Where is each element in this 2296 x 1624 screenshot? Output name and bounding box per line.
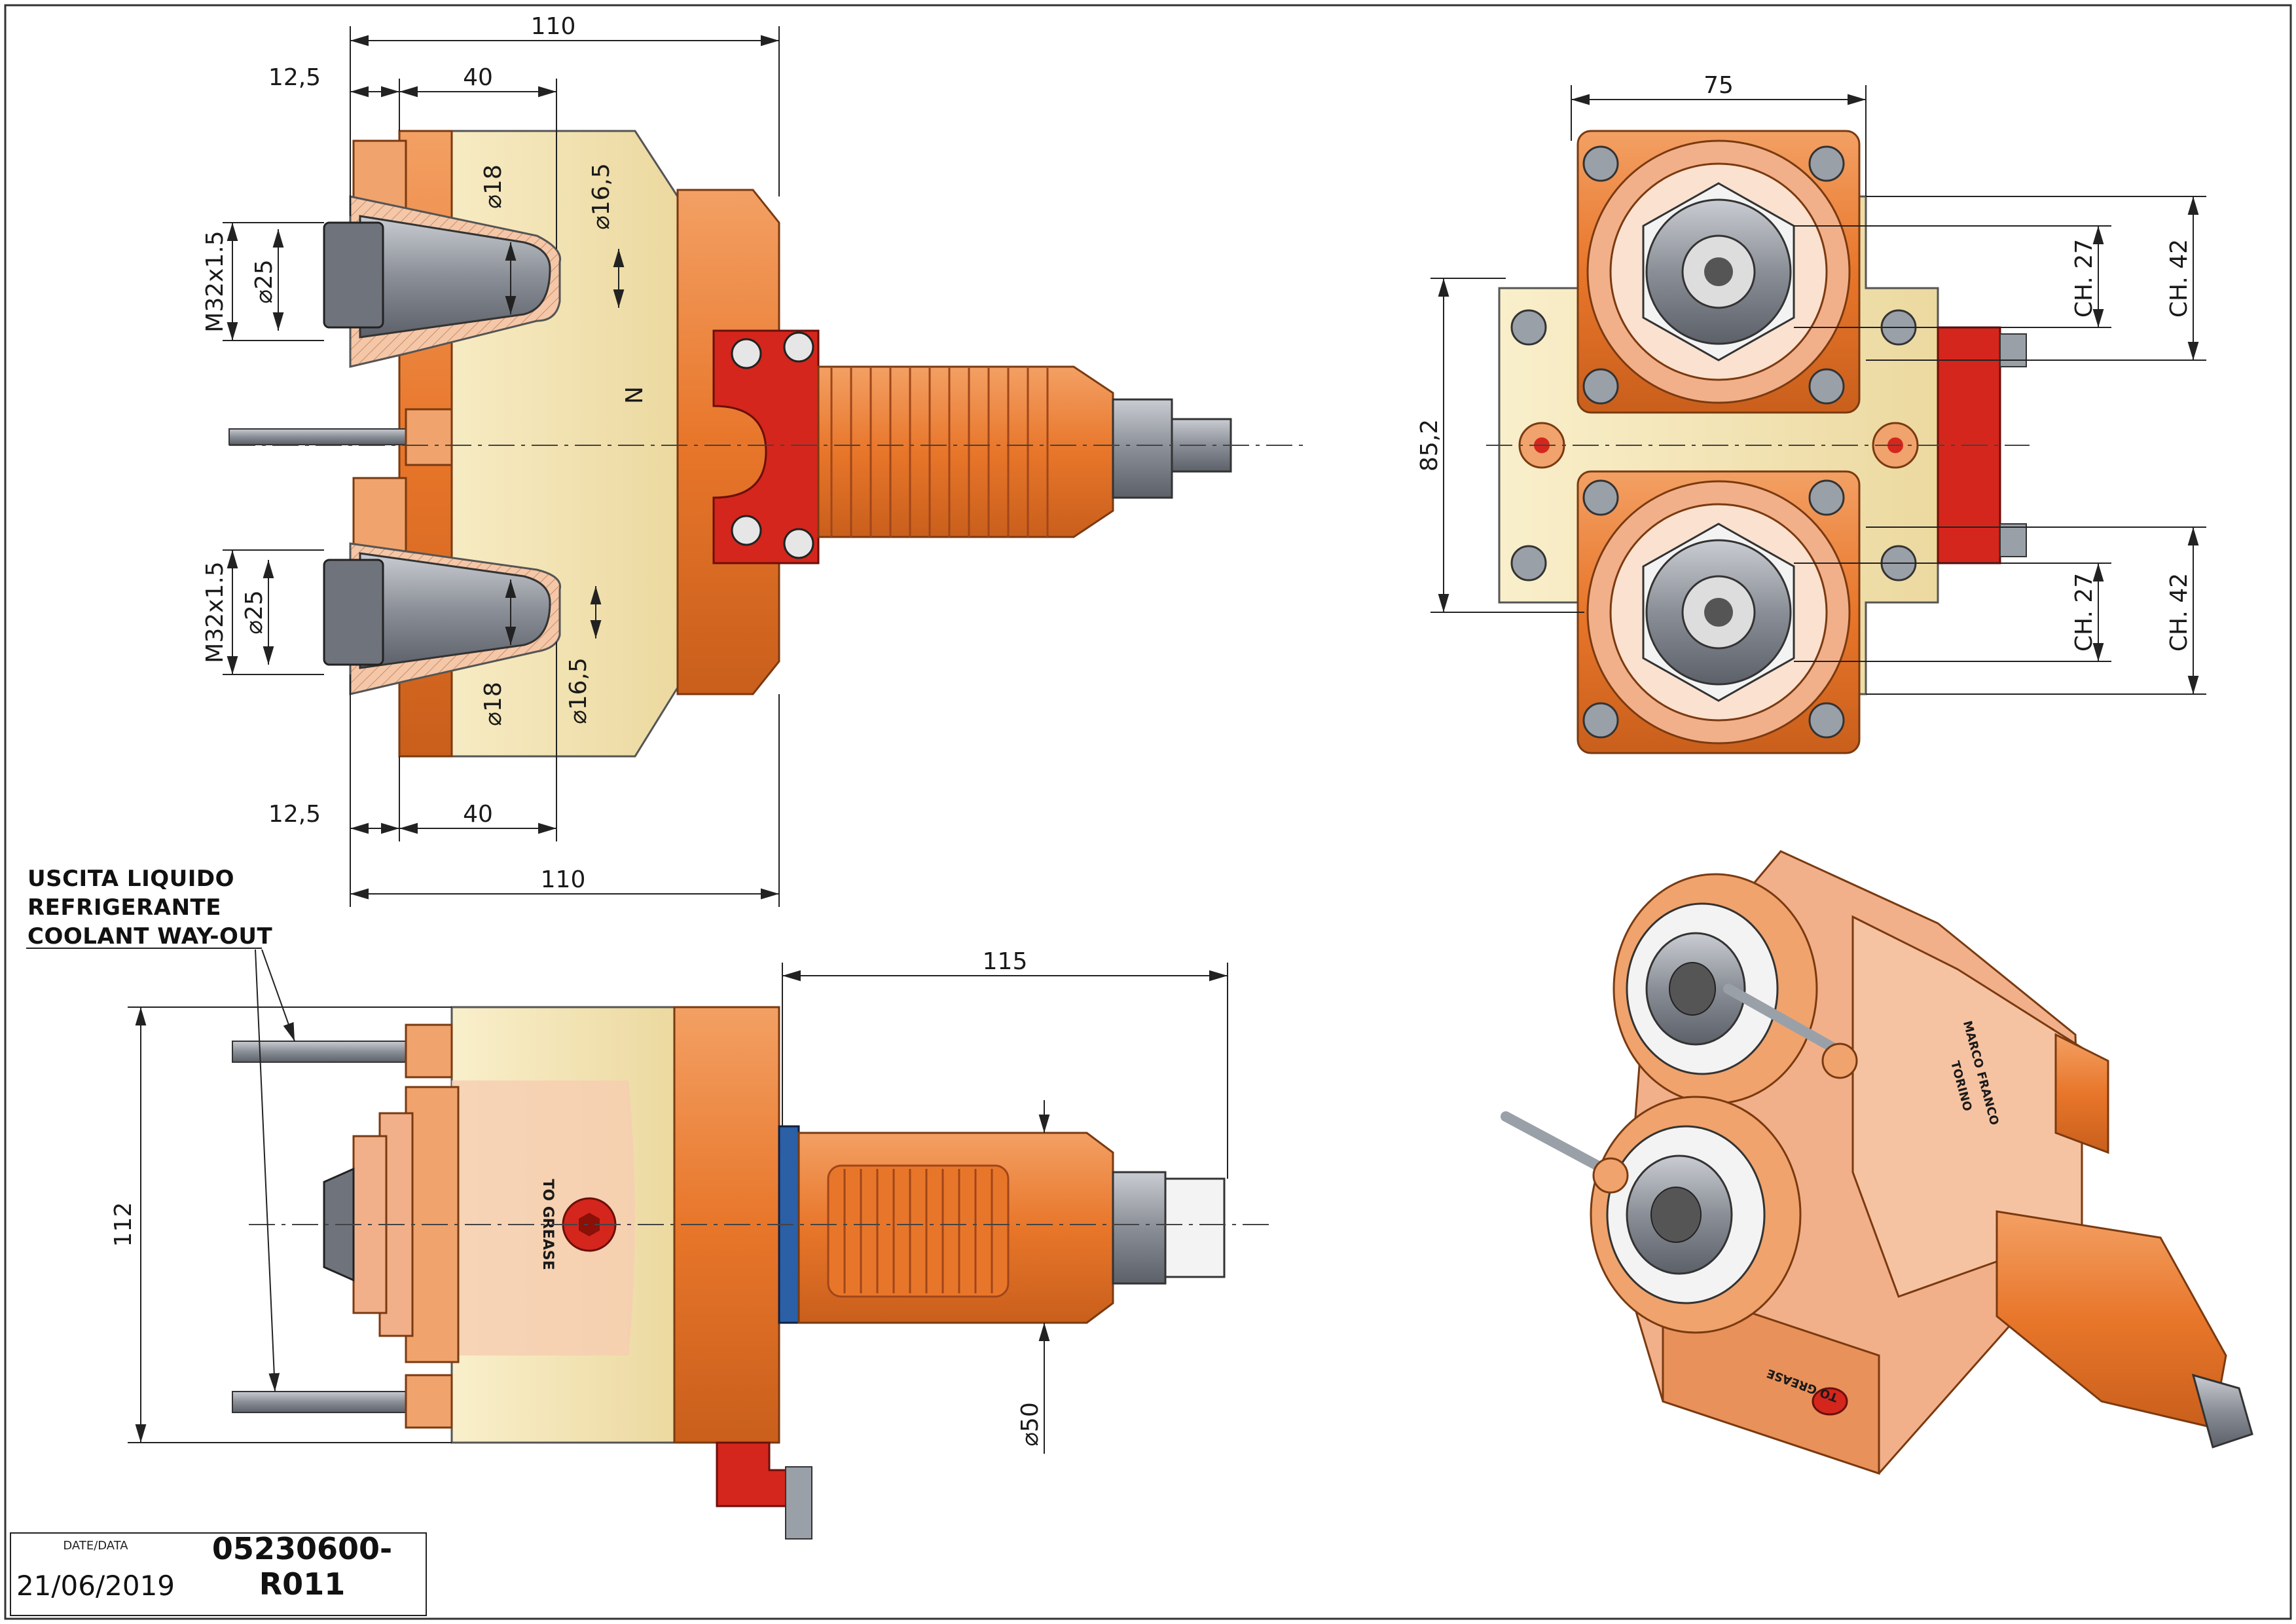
dim-dia16-5-upper: ⌀16,5 bbox=[588, 163, 615, 230]
dim-ch27-lower: CH. 27 bbox=[2071, 573, 2098, 652]
coolant-note-line2: REFRIGERANTE bbox=[27, 895, 221, 921]
dim-112: 112 bbox=[110, 1202, 137, 1247]
dim-ch42-upper: CH. 42 bbox=[2166, 239, 2193, 318]
dim-110-top: 110 bbox=[531, 13, 576, 40]
sheet-border bbox=[4, 4, 2292, 1620]
dim-thread-lower: M32x1.5 bbox=[202, 561, 228, 663]
dim-110-bottom: 110 bbox=[541, 866, 586, 893]
dim-12-5-top: 12,5 bbox=[268, 64, 321, 91]
dim-dia18-upper: ⌀18 bbox=[480, 164, 507, 208]
front-view: N 110 12,5 40 12,5 bbox=[202, 13, 1303, 907]
dim-85-2: 85,2 bbox=[1416, 419, 1443, 471]
dim-dia18-lower: ⌀18 bbox=[480, 682, 507, 726]
dim-ch42-lower: CH. 42 bbox=[2166, 573, 2193, 652]
dim-dia16-5-lower: ⌀16,5 bbox=[565, 657, 592, 724]
dim-75: 75 bbox=[1704, 72, 1734, 99]
dim-dia50: ⌀50 bbox=[1017, 1402, 1044, 1446]
date-label: DATE/DATA bbox=[63, 1539, 128, 1553]
dim-12-5-bottom: 12,5 bbox=[268, 801, 321, 828]
coolant-note-line1: USCITA LIQUIDO bbox=[27, 866, 235, 892]
dim-thread-upper: M32x1.5 bbox=[202, 231, 228, 332]
dim-ch27-upper: CH. 27 bbox=[2071, 239, 2098, 318]
dim-40-bottom: 40 bbox=[463, 801, 493, 828]
dim-dia25-upper: ⌀25 bbox=[251, 259, 278, 303]
dim-40-top: 40 bbox=[463, 64, 493, 91]
side-view: 75 85,2 CH. 27 CH. 42 CH. 27 CH. 42 bbox=[1416, 72, 2206, 754]
marker-n-label: N bbox=[619, 386, 646, 404]
dim-115: 115 bbox=[983, 948, 1028, 975]
title-block-code: 05230600-R011 bbox=[179, 1531, 427, 1616]
coolant-note: USCITA LIQUIDO REFRIGERANTE COOLANT WAY-… bbox=[27, 864, 272, 951]
date-value: 21/06/2019 bbox=[16, 1570, 175, 1602]
isometric-view: TO GREASE MARCO FRANCO TORINO bbox=[1501, 850, 2253, 1475]
dim-dia25-lower: ⌀25 bbox=[241, 590, 268, 634]
bottom-view: TO GREASE 115 112 ⌀50 bbox=[26, 948, 1270, 1540]
title-block-date: DATE/DATA 21/06/2019 bbox=[10, 1532, 181, 1616]
drawing-code: 05230600-R011 bbox=[211, 1531, 393, 1602]
coolant-note-line3: COOLANT WAY-OUT bbox=[27, 923, 273, 950]
